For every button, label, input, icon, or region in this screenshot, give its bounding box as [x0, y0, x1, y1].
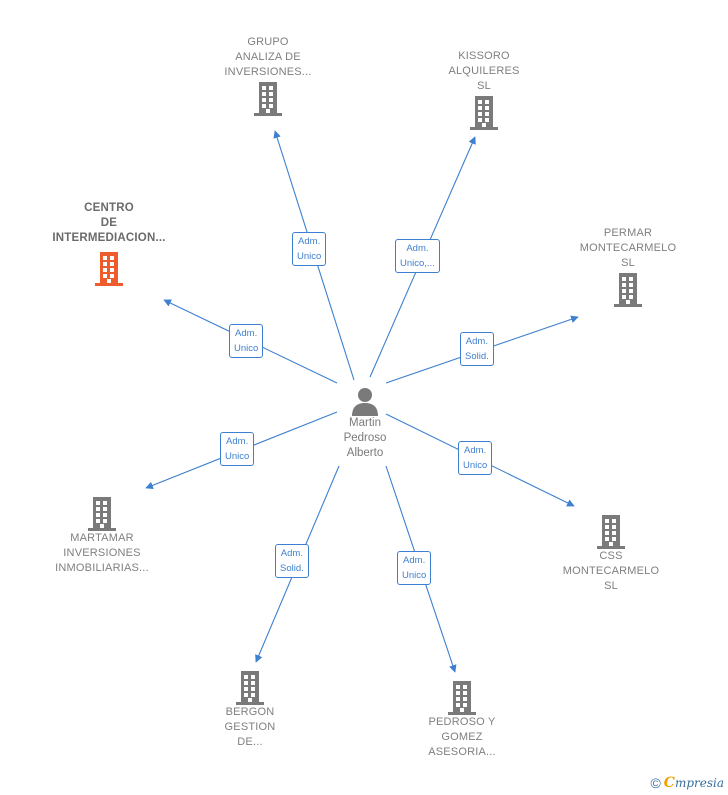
building-icon [254, 82, 282, 116]
company-node-permar[interactable]: PERMAR MONTECARMELO SL [568, 226, 688, 307]
company-label: CSS MONTECARMELO SL [562, 550, 660, 592]
company-node-css[interactable]: CSS MONTECARMELO SL [551, 513, 671, 594]
building-icon [470, 96, 498, 130]
building-icon [95, 252, 123, 286]
company-label: BERGON GESTION DE... [224, 706, 276, 748]
brand-footer: © Cmpresia [650, 775, 724, 791]
company-node-grupo[interactable]: GRUPO ANALIZA DE INVERSIONES... [208, 35, 328, 116]
company-label: GRUPO ANALIZA DE INVERSIONES... [224, 36, 312, 78]
building-icon [236, 671, 264, 705]
company-label: PEDROSO Y GOMEZ ASESORIA... [428, 716, 496, 758]
relation-label-permar[interactable]: Adm.Solid. [460, 332, 494, 366]
building-icon [88, 497, 116, 531]
brand-logo: Cmpresia [663, 775, 724, 791]
relation-label-pedroso[interactable]: Adm.Unico [397, 551, 432, 585]
person-icon [352, 388, 378, 416]
company-node-pedroso[interactable]: PEDROSO Y GOMEZ ASESORIA... [404, 679, 520, 760]
building-icon [614, 273, 642, 307]
building-icon [597, 515, 625, 549]
person-node[interactable]: Martin Pedroso Alberto [325, 386, 405, 461]
company-node-kissoro[interactable]: KISSORO ALQUILERES SL [424, 49, 544, 130]
relation-label-bergon[interactable]: Adm.Solid. [275, 544, 309, 578]
company-label: KISSORO ALQUILERES SL [448, 50, 520, 92]
relation-label-css[interactable]: Adm.Unico [458, 441, 493, 475]
copyright-icon: © [650, 775, 661, 791]
relation-label-centro[interactable]: Adm.Unico [229, 324, 264, 358]
person-name: Martin Pedroso Alberto [343, 417, 387, 459]
company-label: CENTRO DE INTERMEDIACION... [52, 202, 166, 244]
relation-label-kissoro[interactable]: Adm.Unico,... [395, 239, 440, 273]
relation-label-grupo[interactable]: Adm.Unico [292, 232, 327, 266]
company-node-centro[interactable]: CENTRO DE INTERMEDIACION... [39, 201, 179, 286]
building-icon [448, 681, 476, 715]
company-node-bergon[interactable]: BERGON GESTION DE... [198, 669, 302, 750]
relation-label-martamar[interactable]: Adm.Unico [220, 432, 255, 466]
company-label: MARTAMAR INVERSIONES INMOBILIARIAS... [55, 532, 149, 574]
company-label: PERMAR MONTECARMELO SL [579, 227, 677, 269]
company-node-martamar[interactable]: MARTAMAR INVERSIONES INMOBILIARIAS... [40, 495, 164, 576]
